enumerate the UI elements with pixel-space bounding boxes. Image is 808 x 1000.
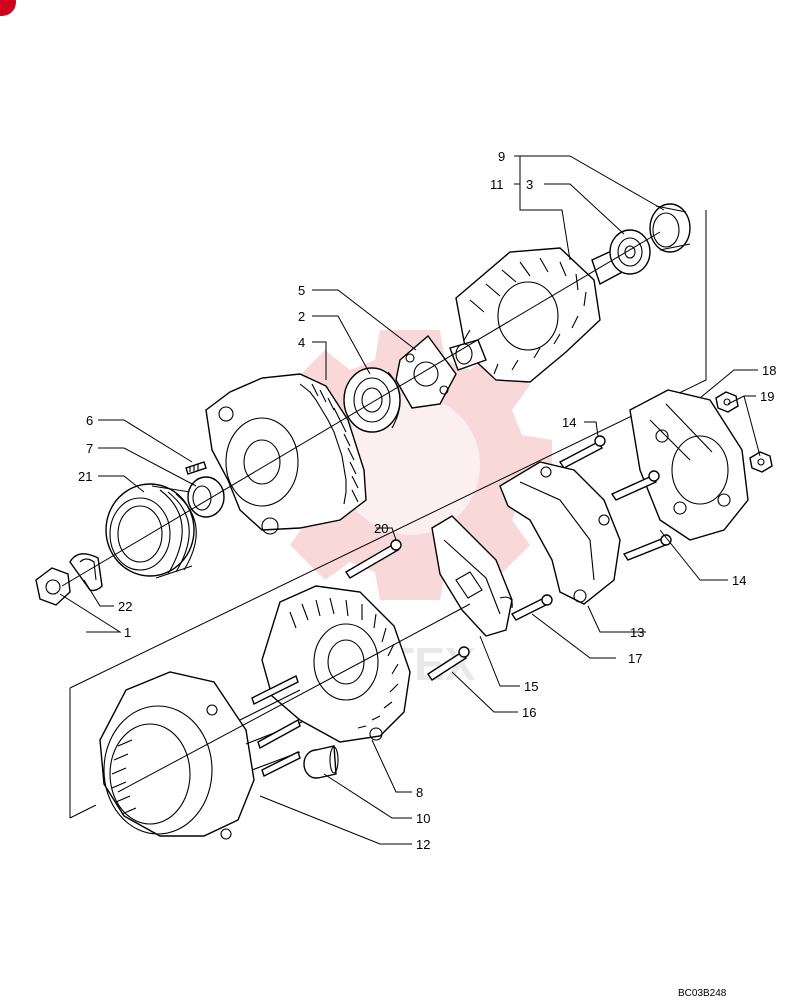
part-drive-end-housing-4 [205, 373, 367, 535]
callout-7: 7 [86, 441, 93, 456]
callout-8: 8 [416, 785, 423, 800]
callout-10: 10 [416, 811, 430, 826]
part-seal-ring-9 [649, 203, 691, 253]
callout-19: 19 [760, 389, 774, 404]
callout-16: 16 [522, 705, 536, 720]
part-screw-6 [185, 461, 207, 475]
callout-labels: 1 2 3 4 5 6 7 8 9 10 11 12 13 14 14 15 1… [78, 149, 776, 852]
part-nut-1 [35, 567, 71, 606]
part-screw-16 [427, 646, 470, 681]
callout-11: 11 [490, 177, 504, 192]
part-slip-ring-end-housing-8 [261, 585, 411, 743]
callout-14a: 14 [562, 415, 576, 430]
part-spacer-7 [187, 476, 225, 518]
callout-22: 22 [118, 599, 132, 614]
callout-2: 2 [298, 309, 305, 324]
assembly-axis-line [61, 231, 661, 793]
assembly-frame [69, 210, 707, 819]
part-screws-14 [558, 435, 672, 561]
part-regulator-15 [431, 515, 513, 637]
callout-18: 18 [762, 363, 776, 378]
callout-17: 17 [628, 651, 642, 666]
callout-leaders [59, 155, 761, 845]
callout-9: 9 [498, 149, 505, 164]
corner-badge [0, 0, 16, 16]
callout-3: 3 [526, 177, 533, 192]
part-retainer-plate-5 [395, 334, 457, 409]
part-bearing-2 [343, 367, 401, 433]
part-nuts-19 [715, 391, 773, 473]
part-rectifier-13 [499, 461, 621, 605]
part-stator-12 [99, 671, 303, 840]
callout-6: 6 [86, 413, 93, 428]
callout-12: 12 [416, 837, 430, 852]
part-bearing-3 [609, 229, 651, 275]
callout-20: 20 [374, 521, 388, 536]
callout-15: 15 [524, 679, 538, 694]
callout-14b: 14 [732, 573, 746, 588]
callout-4: 4 [298, 335, 305, 350]
part-bolt-20 [345, 539, 402, 579]
callout-1: 1 [124, 625, 131, 640]
reference-code: BC03B248 [678, 988, 727, 999]
callout-13: 13 [630, 625, 644, 640]
part-screw-17 [510, 594, 553, 621]
part-pulley-21 [105, 483, 197, 579]
callout-5: 5 [298, 283, 305, 298]
callout-21: 21 [78, 469, 92, 484]
part-rear-cover-18 [629, 389, 749, 541]
part-bushing-10 [303, 745, 339, 779]
